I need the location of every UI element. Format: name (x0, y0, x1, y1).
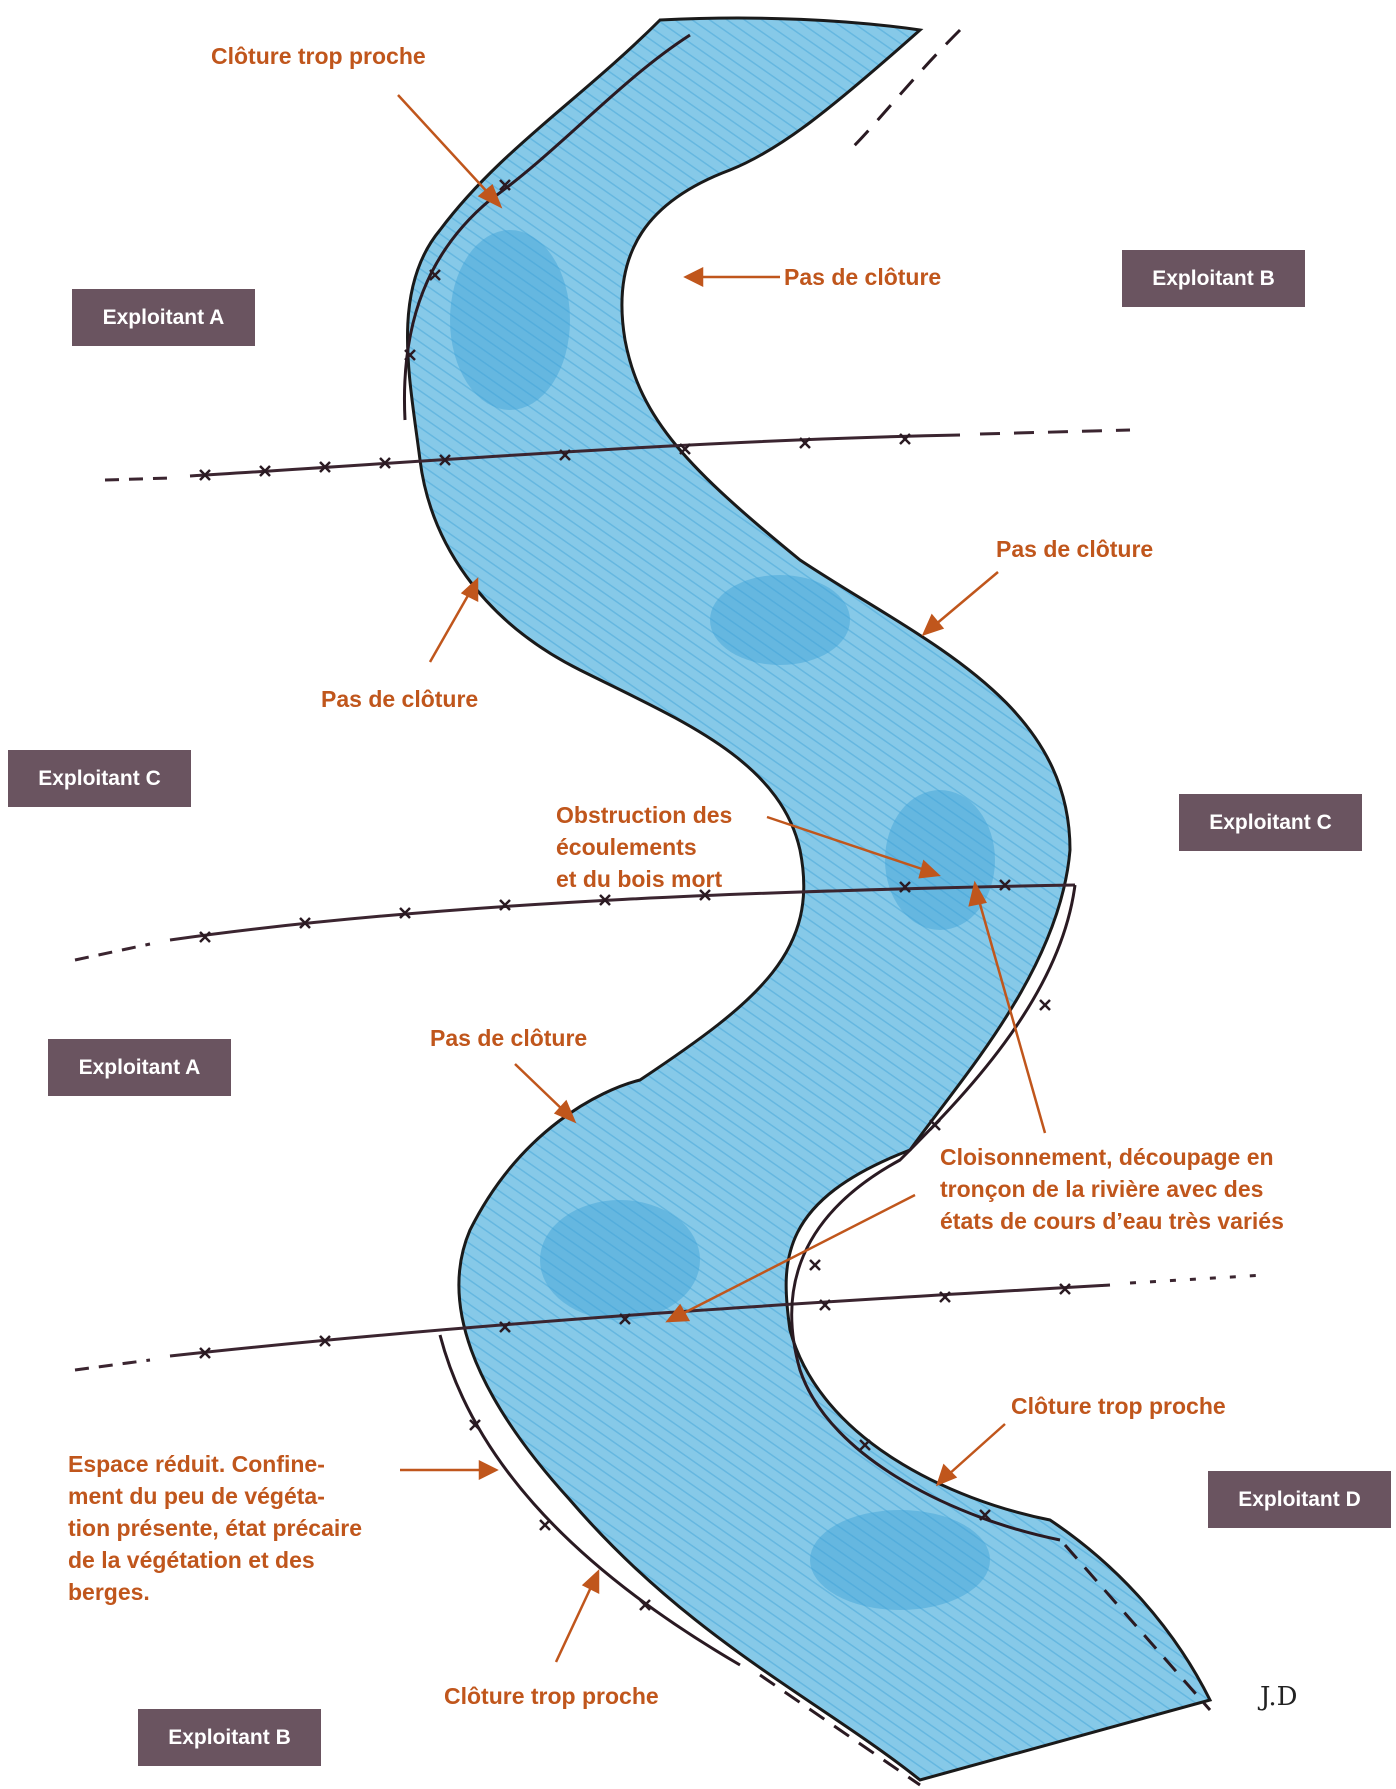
obstruction-label: Obstruction des écoulements et du bois m… (556, 799, 732, 895)
fence-too-close-label-top: Clôture trop proche (211, 40, 426, 72)
owner-box-top-left: Exploitant A (72, 289, 255, 346)
no-fence-label-right: Pas de clôture (996, 533, 1153, 565)
no-fence-label-middle: Pas de clôture (430, 1022, 587, 1054)
reduced-space-label: Espace réduit. Confine- ment du peu de v… (68, 1448, 392, 1608)
owner-box-top-right: Exploitant B (1122, 250, 1305, 307)
owner-box-lower-right: Exploitant D (1208, 1471, 1391, 1528)
fence-too-close-label-right: Clôture trop proche (1011, 1390, 1226, 1422)
partitioning-label: Cloisonnement, découpage en tronçon de l… (940, 1141, 1284, 1237)
owner-box-mid-left: Exploitant C (8, 750, 191, 807)
owner-box-mid-right: Exploitant C (1179, 794, 1362, 851)
fence-too-close-label-bottom: Clôture trop proche (444, 1680, 659, 1712)
no-fence-label-left: Pas de clôture (321, 683, 478, 715)
artist-signature: J.D (1260, 1682, 1298, 1712)
no-fence-label-top: Pas de clôture (784, 261, 941, 293)
owner-box-lower-left: Exploitant A (48, 1039, 231, 1096)
owner-box-bottom-left: Exploitant B (138, 1709, 321, 1766)
